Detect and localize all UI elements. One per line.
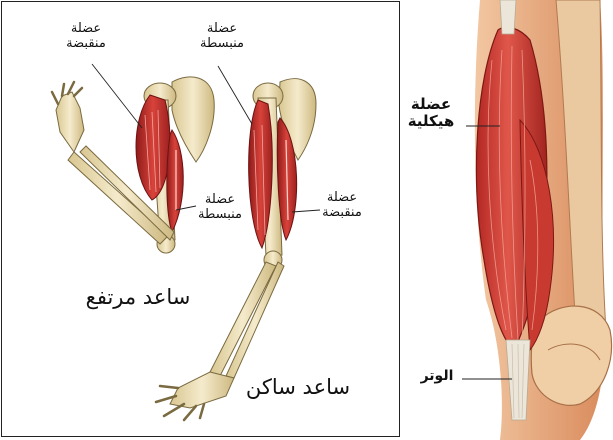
label-relaxed-muscle-mid: عضلة منبسطة (190, 193, 250, 223)
label-resting-forearm: ساعد ساكن (228, 375, 368, 399)
label-tendon: الوتر (412, 368, 462, 384)
label-relaxed-muscle-top: عضلة منبسطة (192, 22, 252, 52)
label-skeletal-muscle: عضلة هيكلية (398, 96, 464, 131)
label-raised-forearm: ساعد مرتفع (68, 285, 208, 309)
skeletal-muscle-closeup (462, 0, 612, 440)
label-contracted-muscle-mid: عضلة منقبضة (312, 191, 372, 221)
label-contracted-muscle-top: عضلة منقبضة (56, 22, 116, 52)
